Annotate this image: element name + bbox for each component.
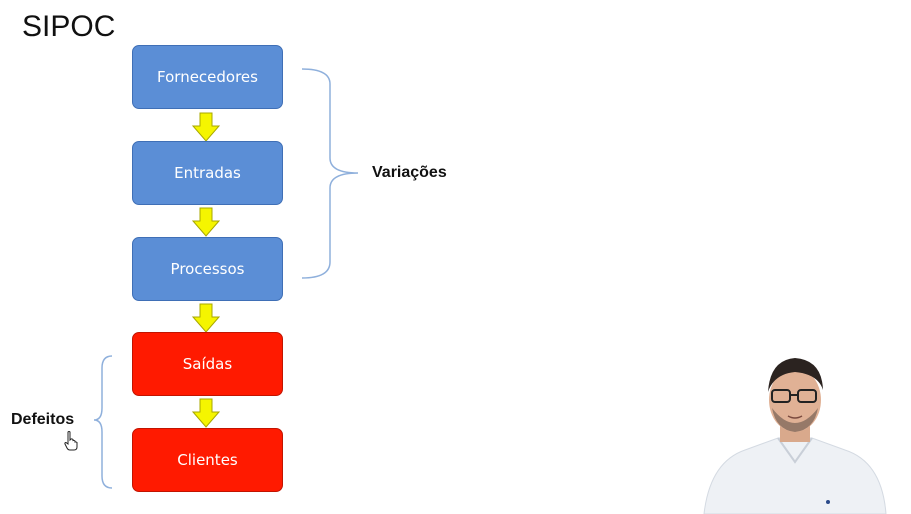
step-label: Processos: [170, 260, 245, 278]
step-label: Saídas: [182, 355, 233, 373]
hand-pointer-icon: [64, 431, 78, 451]
step-processos: Processos: [132, 237, 283, 301]
step-label: Entradas: [174, 164, 241, 182]
down-arrow-icon: [192, 112, 220, 142]
variations-label: Variações: [372, 164, 447, 181]
step-label: Fornecedores: [157, 68, 258, 86]
left-brace-icon: [93, 355, 113, 489]
down-arrow-icon: [192, 303, 220, 333]
presenter-video: [703, 358, 887, 514]
down-arrow-icon: [192, 207, 220, 237]
step-label: Clientes: [177, 451, 238, 469]
defects-label: Defeitos: [11, 411, 75, 428]
down-arrow-icon: [192, 398, 220, 428]
step-clientes: Clientes: [132, 428, 283, 492]
slide-title: SIPOC: [22, 10, 116, 43]
step-saidas: Saídas: [132, 332, 283, 396]
right-brace-icon: [301, 68, 359, 279]
step-entradas: Entradas: [132, 141, 283, 205]
step-fornecedores: Fornecedores: [132, 45, 283, 109]
